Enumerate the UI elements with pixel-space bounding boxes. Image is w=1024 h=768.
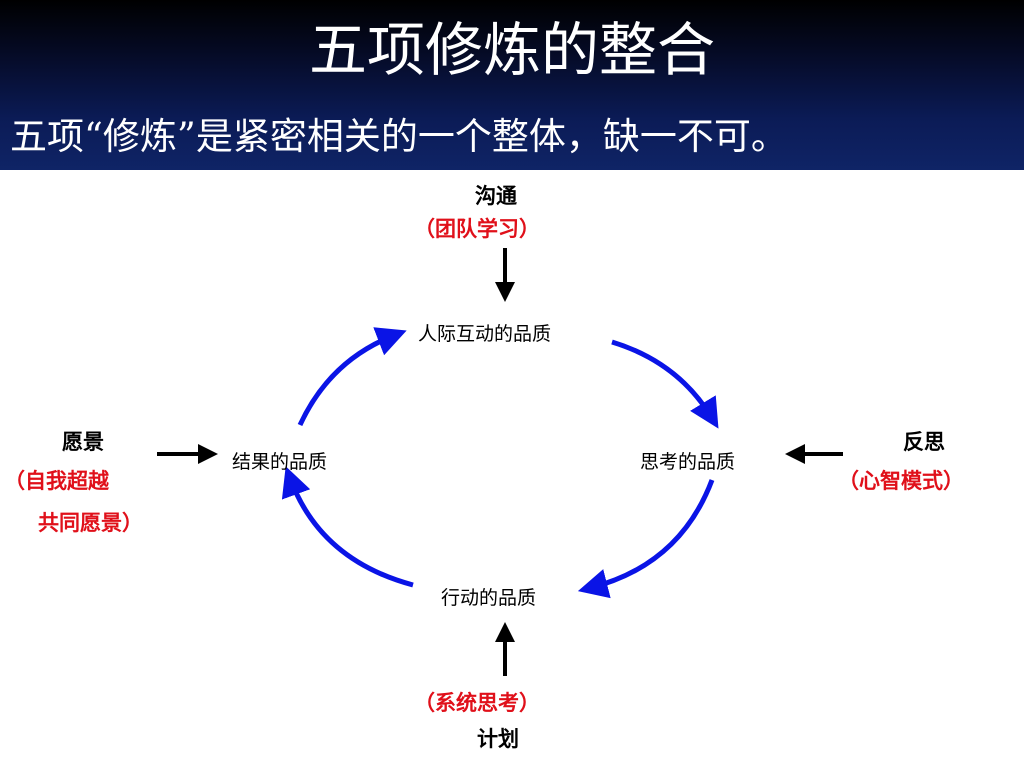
cycle-arrow-bottom-to-left bbox=[281, 466, 414, 588]
discipline-systems-thinking: （系统思考） bbox=[414, 691, 540, 715]
input-reflection-label: 反思 bbox=[903, 430, 945, 454]
discipline-team-learning: （团队学习） bbox=[414, 217, 540, 241]
integration-cycle-diagram bbox=[0, 170, 1024, 768]
cycle-arrow-left-to-top bbox=[297, 327, 407, 427]
node-action-quality: 行动的品质 bbox=[441, 587, 537, 609]
discipline-shared-vision: 共同愿景） bbox=[38, 511, 143, 535]
slide-subtitle: 五项“修炼”是紧密相关的一个整体，缺一不可。 bbox=[10, 115, 788, 158]
cycle-arrow-right-to-bottom bbox=[577, 479, 715, 599]
node-interaction-quality: 人际互动的品质 bbox=[418, 323, 552, 345]
discipline-mental-models: （心智模式） bbox=[838, 469, 964, 493]
diagram-arrows bbox=[157, 248, 843, 676]
input-vision-label: 愿景 bbox=[62, 430, 104, 454]
node-thinking-quality: 思考的品质 bbox=[640, 451, 736, 473]
node-result-quality: 结果的品质 bbox=[232, 451, 328, 473]
slide-title: 五项修炼的整合 bbox=[308, 16, 715, 84]
input-communication-label: 沟通 bbox=[475, 184, 517, 208]
cycle-arrow-top-to-right bbox=[611, 339, 719, 429]
input-planning-label: 计划 bbox=[477, 727, 519, 751]
slide-header: 五项修炼的整合 五项“修炼”是紧密相关的一个整体，缺一不可。 bbox=[0, 0, 1024, 170]
discipline-personal-mastery: （自我超越 bbox=[4, 469, 109, 493]
